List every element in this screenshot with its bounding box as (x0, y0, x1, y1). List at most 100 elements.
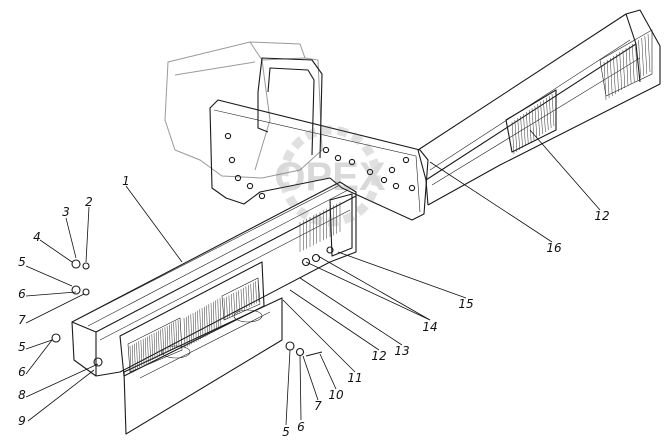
hatch-line (252, 282, 255, 305)
hatch-line (204, 306, 206, 337)
callout-16: 16 (546, 241, 562, 255)
hatch-line (171, 323, 173, 350)
hatch-line (155, 331, 158, 358)
hatching (129, 33, 651, 373)
bolt-hole (246, 182, 254, 190)
hatch-line (226, 296, 228, 319)
hatch-line (548, 95, 552, 129)
hatch-line (210, 302, 213, 334)
hatch-line (543, 99, 546, 133)
watermark: OPEX (274, 125, 386, 227)
fasteners (51, 246, 334, 367)
hatch-line (526, 111, 529, 145)
hatch-line (635, 41, 638, 81)
hatch-line (628, 45, 632, 85)
hatch-line (523, 113, 526, 147)
bolt-hole (380, 176, 388, 184)
hatch-line (145, 337, 147, 364)
callout-7-lower: 7 (314, 399, 322, 413)
hatch-line (131, 344, 134, 371)
hatch-line (195, 311, 197, 342)
hatch-line (520, 115, 523, 149)
hatch-line (613, 55, 616, 95)
hatch-line (160, 329, 162, 356)
bolt-hole (322, 146, 330, 154)
hatch-line (166, 325, 169, 352)
front-member (71, 181, 357, 377)
watermark-text: OPEX (274, 155, 385, 199)
callout-14: 14 (422, 320, 437, 334)
bolt-hole (392, 182, 400, 190)
callout-8: 8 (18, 388, 26, 402)
hatch-line (149, 335, 151, 362)
hatch-line (517, 117, 520, 151)
bolt-hole (258, 192, 266, 200)
hatch-line (528, 109, 532, 143)
hatch-line (201, 307, 204, 339)
hatch-line (240, 288, 243, 312)
mounting-bracket (257, 57, 323, 159)
hatch-line (625, 47, 629, 87)
hatch-line (129, 345, 132, 373)
hatch-line (514, 119, 518, 153)
callout-6-middle: 6 (18, 365, 26, 379)
callout-3: 3 (62, 205, 70, 219)
bolt-hole (388, 166, 396, 174)
hatch-line (213, 301, 215, 332)
rear-beam (417, 9, 661, 206)
hatch-line (622, 49, 626, 89)
hatch-line (136, 342, 138, 369)
bolt-hole (408, 184, 416, 192)
bolt-hole (234, 174, 242, 182)
hatch-line (215, 300, 217, 331)
callout-5-middle: 5 (18, 340, 26, 354)
hatch-line (169, 324, 171, 351)
hatch-line (219, 297, 222, 329)
hatch-line (250, 283, 252, 306)
hatch-line (151, 334, 154, 361)
hatch-line (231, 294, 233, 317)
callout-5-upper: 5 (18, 255, 26, 269)
hatch-line (217, 299, 219, 330)
hatch-line (175, 321, 178, 348)
hatch-line (551, 93, 555, 127)
hatch-line (255, 281, 257, 304)
hatch-line (638, 39, 641, 79)
hatch-line (162, 328, 164, 355)
hatch-line (228, 295, 231, 318)
hatch-line (511, 121, 515, 155)
hatch-line (142, 338, 145, 365)
hatch-line (199, 309, 201, 340)
hatch-line (632, 43, 635, 83)
callout-11: 11 (347, 371, 362, 385)
hatch-line (248, 285, 250, 308)
bolt-hole (334, 154, 342, 162)
hatch-line (192, 312, 195, 344)
bolt-hole (402, 156, 410, 164)
callout-15: 15 (458, 297, 473, 311)
hatch-line (173, 322, 175, 349)
hatch-line (616, 53, 619, 93)
callout-12-lower: 12 (371, 349, 386, 363)
hatch-line (243, 287, 245, 310)
hatch-line (223, 297, 226, 321)
hatch-line (134, 343, 136, 370)
hatch-line (546, 97, 549, 131)
bolt-hole (224, 132, 232, 140)
hatch-line (158, 330, 160, 357)
hatch-line (644, 35, 648, 75)
hatch-line (208, 304, 210, 335)
hatch-line (138, 341, 140, 368)
callout-10: 10 (328, 388, 344, 402)
hatch-line (245, 286, 248, 309)
hatch-line (235, 291, 238, 314)
hatch-line (153, 332, 156, 360)
bolt-hole (348, 158, 356, 166)
hatch-line (183, 317, 186, 349)
hatch-line (197, 310, 199, 341)
callout-6-upper: 6 (18, 287, 26, 301)
hatch-line (164, 327, 167, 354)
hatch-line (177, 319, 180, 347)
